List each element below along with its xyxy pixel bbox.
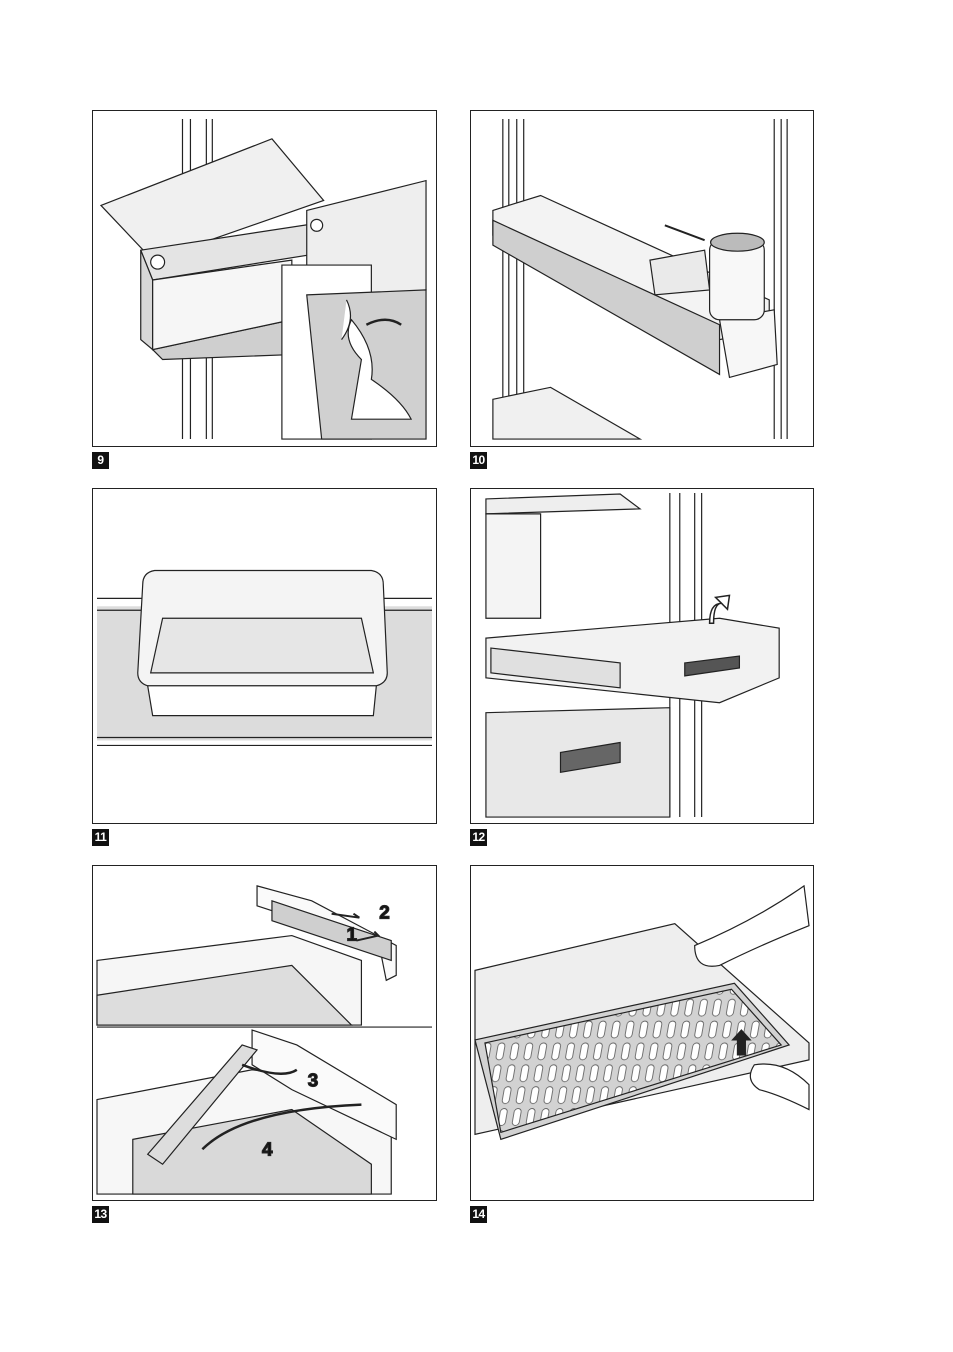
telescopic-rail-drawing: 1 2 3 4 [93,866,436,1200]
figure-13-number-badge: 13 [92,1206,109,1223]
figure-11-illustration [92,488,437,824]
figure-13-illustration: 1 2 3 4 [92,865,437,1201]
door-shelf-removal-drawing [93,111,436,446]
step-3-label: 3 [308,1071,318,1092]
step-1-label: 1 [347,925,358,946]
step-4-label: 4 [262,1139,273,1160]
step-2-label: 2 [379,903,390,924]
figure-9-number-badge: 9 [92,452,109,469]
drawer-removal-drawing [471,489,813,823]
figure-11-number-badge: 11 [92,829,109,846]
figure-14-illustration [470,865,814,1201]
figure-12-number-badge: 12 [470,829,487,846]
storage-box-drawing [93,489,436,823]
figure-14-number-badge: 14 [470,1206,487,1223]
bottle-shelf-drawing [471,111,813,446]
figure-12-illustration [470,488,814,824]
glass-shelf-cover-drawing [471,866,813,1200]
figure-10-number-badge: 10 [470,452,487,469]
figure-10-illustration [470,110,814,447]
figure-9-illustration [92,110,437,447]
